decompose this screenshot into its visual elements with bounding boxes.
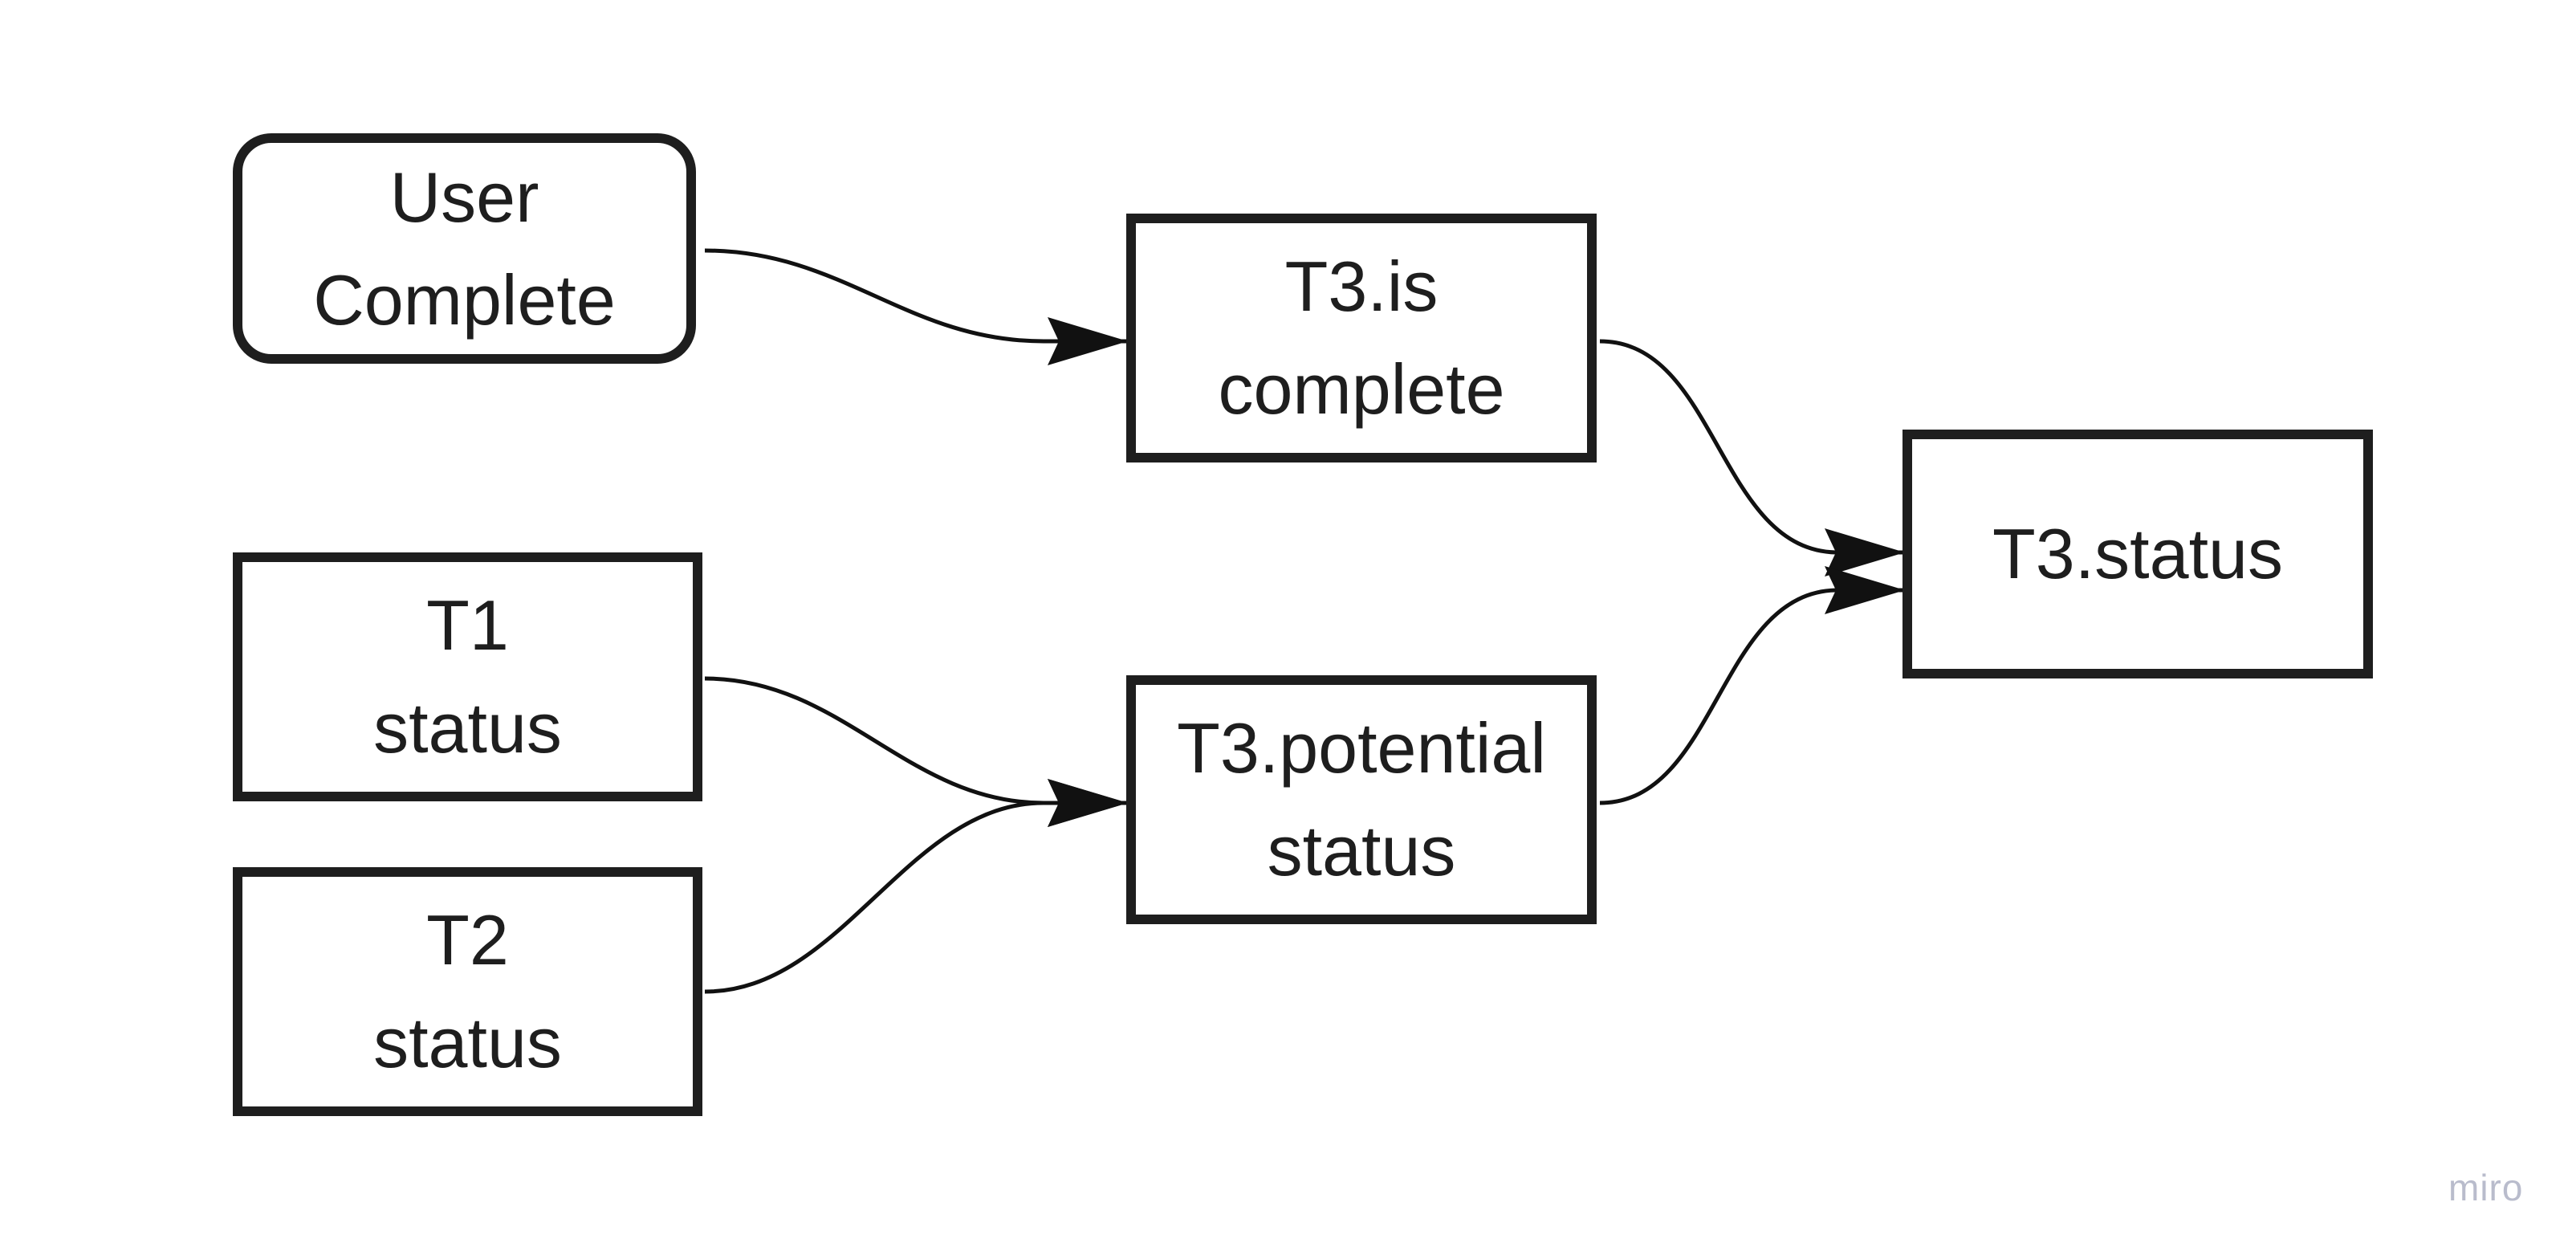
edge-t2-status-to-t3-potential-status xyxy=(704,779,1128,994)
edge-t1-status-to-t3-potential-status xyxy=(704,676,1128,827)
node-t1-status-line2: status xyxy=(373,688,562,768)
node-t3-potential-status-line2: status xyxy=(1267,811,1456,890)
edge-t3-potential-status-to-t3-status xyxy=(1599,566,1905,805)
node-t1-status[interactable]: T1 status xyxy=(233,552,702,801)
node-user-complete-line1: User xyxy=(389,157,539,237)
edge-user-complete-to-t3-is-complete xyxy=(704,248,1128,365)
node-t2-status[interactable]: T2 status xyxy=(233,867,702,1116)
node-t3-is-complete-line1: T3.is xyxy=(1284,247,1439,326)
node-user-complete-line2: Complete xyxy=(313,259,616,340)
node-t3-is-complete[interactable]: T3.is complete xyxy=(1126,214,1597,462)
node-t1-status-line1: T1 xyxy=(426,585,509,665)
node-t3-is-complete-line2: complete xyxy=(1218,349,1505,429)
miro-watermark: miro xyxy=(2448,1167,2524,1208)
node-t3-status[interactable]: T3.status xyxy=(1902,430,2373,678)
node-t3-potential-status-line1: T3.potential xyxy=(1177,708,1546,788)
edge-t3-is-complete-to-t3-status xyxy=(1599,339,1905,577)
node-t2-status-line1: T2 xyxy=(426,900,509,980)
node-user-complete[interactable]: User Complete xyxy=(233,133,696,364)
node-t3-status-label: T3.status xyxy=(1992,514,2283,593)
node-t3-potential-status[interactable]: T3.potential status xyxy=(1126,675,1597,924)
node-t2-status-line2: status xyxy=(373,1003,562,1082)
